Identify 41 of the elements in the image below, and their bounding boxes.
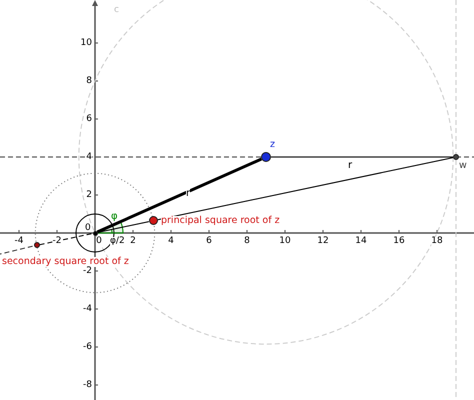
- line-segment: [96, 221, 150, 233]
- line-segment: [157, 157, 454, 220]
- tick-label: 18: [431, 237, 443, 246]
- tick-label: 6: [86, 114, 92, 124]
- point-label: w: [459, 161, 467, 170]
- angle-label: φ/2: [110, 237, 125, 246]
- point-dot: [148, 216, 158, 226]
- tick-label: 16: [393, 237, 405, 246]
- tick-label: 6: [206, 237, 212, 246]
- tick-label: 8: [86, 76, 92, 86]
- curve-label: c: [114, 6, 119, 15]
- tick-label: -6: [83, 342, 92, 352]
- tick-label: 2: [130, 237, 136, 246]
- point-dot: [453, 154, 459, 160]
- tick-label: -8: [83, 380, 92, 390]
- edge-label: r: [348, 161, 352, 171]
- line-segment: [96, 158, 262, 234]
- tick-label: -2: [83, 266, 92, 276]
- tick-label: 4: [86, 152, 92, 162]
- angle-label: φ: [111, 212, 118, 222]
- tick-label: 12: [317, 237, 329, 246]
- point-dot: [34, 242, 40, 248]
- line-segment: [270, 156, 454, 158]
- tick-label: 10: [279, 237, 291, 246]
- point-dot: [261, 152, 271, 162]
- point-label: secondary square root of z: [2, 257, 129, 266]
- tick-label: 10: [80, 38, 92, 48]
- tick-label: 2: [86, 190, 92, 200]
- tick-label: 4: [168, 237, 174, 246]
- point-label: principal square root of z: [161, 216, 280, 226]
- point-label: z: [270, 140, 275, 150]
- tick-label: -4: [83, 304, 92, 314]
- tick-label: 0: [96, 237, 102, 246]
- tick-label: -2: [52, 237, 62, 246]
- tick-label: 14: [355, 237, 367, 246]
- origin-label: 0: [85, 224, 91, 233]
- edge-label: r: [186, 189, 190, 199]
- tick-label: 8: [244, 237, 250, 246]
- tick-label: -4: [14, 237, 24, 246]
- line-segment: [39, 233, 94, 246]
- point-dot: [92, 230, 98, 236]
